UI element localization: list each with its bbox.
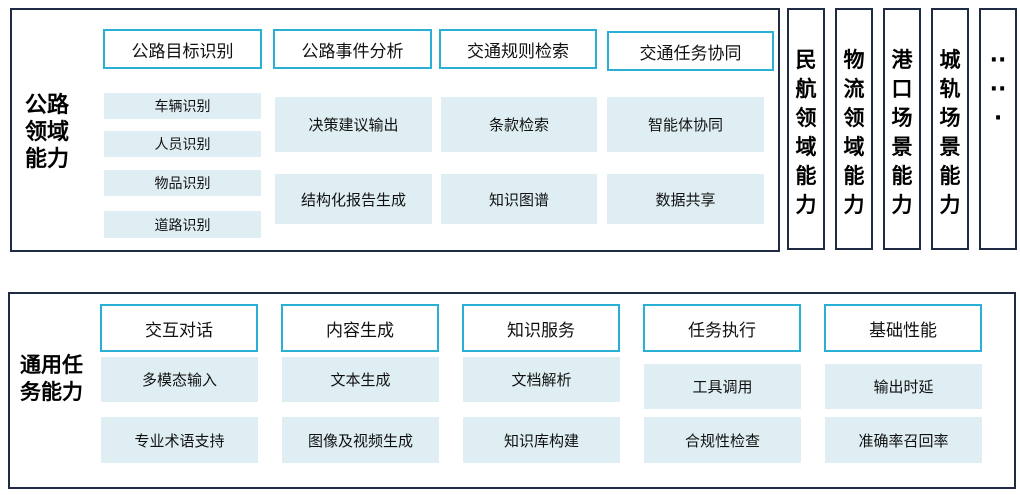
cell-tool-invocation: 工具调用 — [644, 364, 801, 409]
header-highway-target-recognition: 公路目标识别 — [103, 29, 262, 69]
cell-data-sharing: 数据共享 — [607, 174, 764, 224]
cell-road-recognition: 道路识别 — [104, 211, 261, 238]
domain-more: ····· — [979, 8, 1017, 250]
cell-multimodal-input: 多模态输入 — [101, 357, 258, 402]
cell-output-latency: 输出时延 — [825, 364, 982, 409]
cell-vehicle-recognition: 车辆识别 — [104, 93, 261, 119]
domain-more-dots: ····· — [989, 48, 1007, 131]
header-knowledge-service: 知识服务 — [462, 304, 620, 352]
cell-document-parsing: 文档解析 — [463, 357, 620, 402]
cell-clause-retrieval: 条款检索 — [441, 97, 597, 152]
domain-urban-rail-label: 城轨场景能力 — [939, 48, 961, 217]
domain-logistics-label: 物流领域能力 — [843, 48, 865, 217]
cell-terminology-support: 专业术语支持 — [101, 417, 258, 463]
cell-text-generation: 文本生成 — [282, 357, 439, 402]
cell-person-recognition: 人员识别 — [104, 131, 261, 157]
cell-image-video-generation: 图像及视频生成 — [282, 417, 439, 463]
general-capability-label: 通用任务能力 — [20, 353, 83, 404]
cell-knowledge-base-building: 知识库构建 — [463, 417, 620, 463]
header-task-execution: 任务执行 — [643, 304, 801, 352]
domain-civil-aviation: 民航领域能力 — [787, 8, 825, 250]
cell-precision-recall: 准确率召回率 — [825, 417, 982, 463]
domain-port-label: 港口场景能力 — [891, 48, 913, 217]
highway-capability-label: 公路领域能力 — [25, 93, 70, 172]
header-traffic-rule-retrieval: 交通规则检索 — [439, 29, 597, 69]
header-content-generation: 内容生成 — [281, 304, 439, 352]
cell-structured-report-generation: 结构化报告生成 — [275, 174, 432, 224]
header-interactive-dialogue: 交互对话 — [100, 304, 258, 352]
cell-agent-coordination: 智能体协同 — [607, 97, 764, 152]
cell-compliance-check: 合规性检查 — [644, 417, 801, 463]
cell-object-recognition: 物品识别 — [104, 170, 261, 196]
header-highway-event-analysis: 公路事件分析 — [273, 29, 432, 69]
cell-knowledge-graph: 知识图谱 — [441, 174, 597, 224]
cell-decision-advice-output: 决策建议输出 — [275, 97, 432, 152]
domain-urban-rail: 城轨场景能力 — [931, 8, 969, 250]
header-basic-performance: 基础性能 — [824, 304, 982, 352]
domain-logistics: 物流领域能力 — [835, 8, 873, 250]
header-traffic-task-coordination: 交通任务协同 — [607, 31, 774, 71]
domain-port: 港口场景能力 — [883, 8, 921, 250]
domain-civil-aviation-label: 民航领域能力 — [795, 48, 817, 217]
